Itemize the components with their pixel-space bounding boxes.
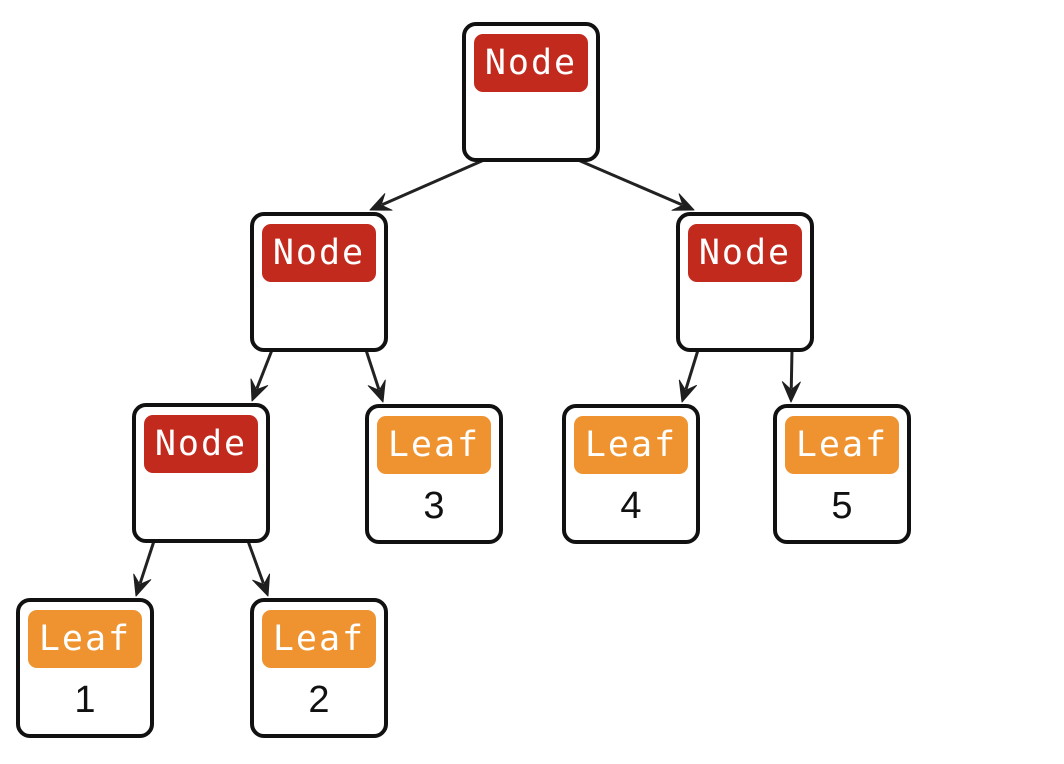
- leaf-box-leaf-3: Leaf 3: [365, 404, 503, 544]
- leaf-box-leaf-5: Leaf 5: [773, 404, 911, 544]
- edge-line: [381, 158, 485, 207]
- edge-arrow-n-right-to-leaf-5: [781, 349, 801, 403]
- edge-arrow-n-left-to-leaf-3: [364, 349, 386, 403]
- leaf-label: Leaf: [262, 610, 376, 668]
- node-label: Node: [474, 34, 588, 92]
- leaf-label: Leaf: [377, 416, 491, 474]
- arrowhead-icon: [369, 193, 393, 211]
- edge-line: [364, 349, 381, 390]
- leaf-value: 5: [831, 485, 853, 527]
- node-box-n-ll: Node: [132, 403, 270, 543]
- node-label: Node: [144, 415, 258, 473]
- arrowhead-icon: [252, 573, 271, 597]
- edge-arrow-root-to-n-left: [369, 158, 485, 211]
- edge-line: [246, 540, 265, 585]
- node-box-root: Node: [462, 22, 600, 162]
- node-box-n-left: Node: [250, 212, 388, 352]
- edge-line: [684, 349, 700, 390]
- leaf-value: 1: [74, 679, 96, 721]
- arrowhead-icon: [671, 193, 695, 211]
- node-box-n-right: Node: [676, 212, 814, 352]
- edge-arrow-root-to-n-right: [577, 158, 695, 211]
- leaf-label: Leaf: [28, 610, 142, 668]
- leaf-label: Leaf: [574, 416, 688, 474]
- edge-line: [789, 349, 794, 389]
- edge-arrow-n-ll-to-leaf-2: [246, 540, 271, 597]
- edge-arrow-n-right-to-leaf-4: [678, 349, 700, 403]
- arrowhead-icon: [678, 379, 697, 403]
- leaf-box-leaf-2: Leaf 2: [250, 598, 388, 738]
- node-label: Node: [262, 224, 376, 282]
- node-label: Node: [688, 224, 802, 282]
- arrowhead-icon: [250, 378, 269, 402]
- edge-line: [577, 158, 683, 207]
- leaf-box-leaf-4: Leaf 4: [562, 404, 700, 544]
- edge-line: [138, 540, 156, 584]
- edge-line: [255, 349, 274, 390]
- edge-arrow-n-ll-to-leaf-1: [133, 540, 156, 597]
- leaf-value: 4: [620, 485, 642, 527]
- edge-arrow-n-left-to-n-ll: [250, 349, 274, 402]
- leaf-box-leaf-1: Leaf 1: [16, 598, 154, 738]
- leaf-value: 3: [423, 485, 445, 527]
- leaf-label: Leaf: [785, 416, 899, 474]
- arrowhead-icon: [367, 379, 386, 403]
- arrowhead-icon: [781, 381, 801, 403]
- arrowhead-icon: [133, 573, 152, 597]
- leaf-value: 2: [308, 679, 330, 721]
